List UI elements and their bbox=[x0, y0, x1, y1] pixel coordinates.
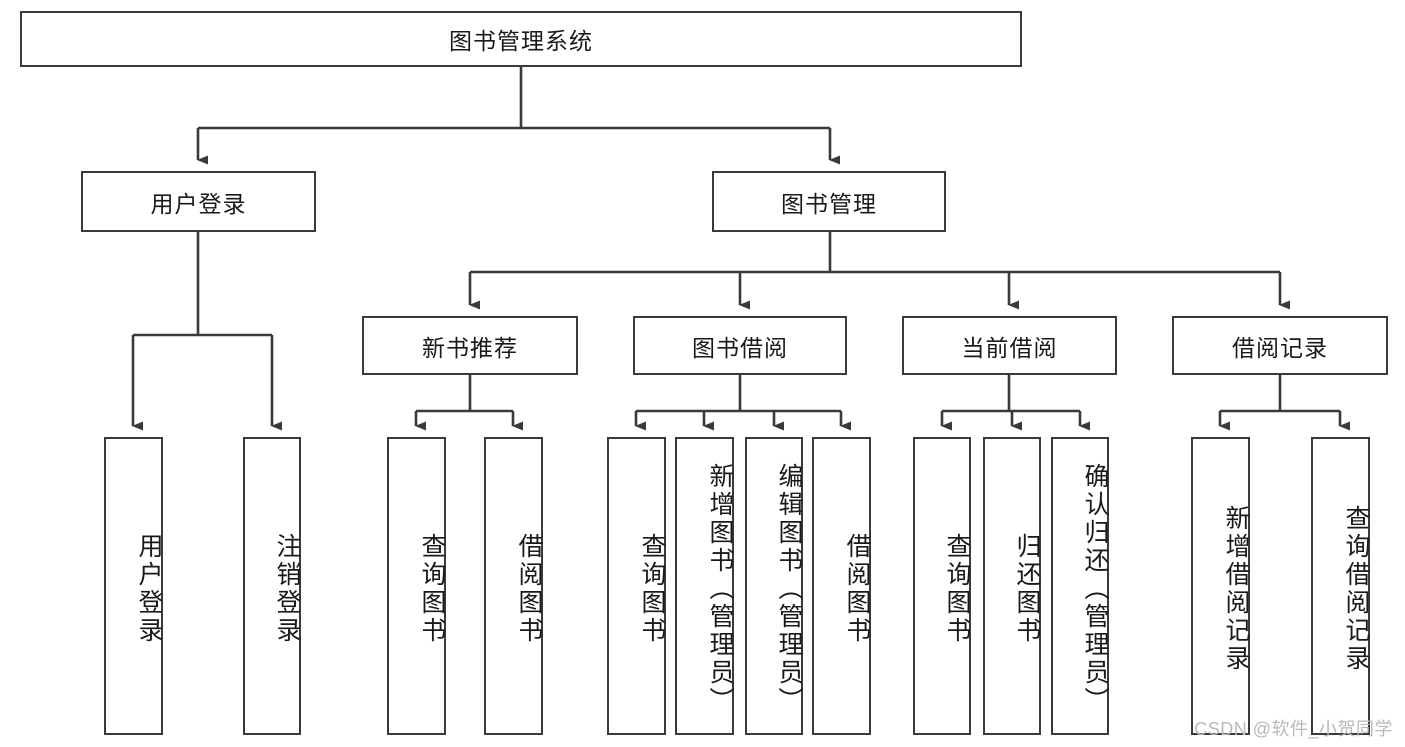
node-user-login[interactable]: 用户登录 bbox=[81, 171, 316, 232]
leaf-logout[interactable]: 注销登录 bbox=[243, 437, 301, 735]
leaf-query-borrow-record[interactable]: 查询借阅记录 bbox=[1311, 437, 1370, 735]
leaf-return-book[interactable]: 归还图书 bbox=[983, 437, 1041, 735]
node-current-borrow[interactable]: 当前借阅 bbox=[902, 316, 1117, 375]
node-book-borrow[interactable]: 图书借阅 bbox=[633, 316, 847, 375]
leaf-confirm-return-admin[interactable]: 确认归还（管理员） bbox=[1051, 437, 1109, 735]
leaf-query-book-recommend[interactable]: 查询图书 bbox=[387, 437, 446, 735]
leaf-query-book-borrow[interactable]: 查询图书 bbox=[607, 437, 666, 735]
node-book-management[interactable]: 图书管理 bbox=[712, 171, 946, 232]
node-new-book-recommend[interactable]: 新书推荐 bbox=[362, 316, 578, 375]
leaf-add-book-admin[interactable]: 新增图书（管理员） bbox=[675, 437, 734, 735]
leaf-query-book-current[interactable]: 查询图书 bbox=[913, 437, 971, 735]
leaf-add-borrow-record[interactable]: 新增借阅记录 bbox=[1191, 437, 1250, 735]
leaf-edit-book-admin[interactable]: 编辑图书（管理员） bbox=[745, 437, 803, 735]
leaf-borrow-book-recommend[interactable]: 借阅图书 bbox=[484, 437, 543, 735]
node-borrow-record[interactable]: 借阅记录 bbox=[1172, 316, 1388, 375]
node-root[interactable]: 图书管理系统 bbox=[20, 11, 1022, 67]
leaf-user-login[interactable]: 用户登录 bbox=[104, 437, 163, 735]
leaf-borrow-book[interactable]: 借阅图书 bbox=[812, 437, 871, 735]
